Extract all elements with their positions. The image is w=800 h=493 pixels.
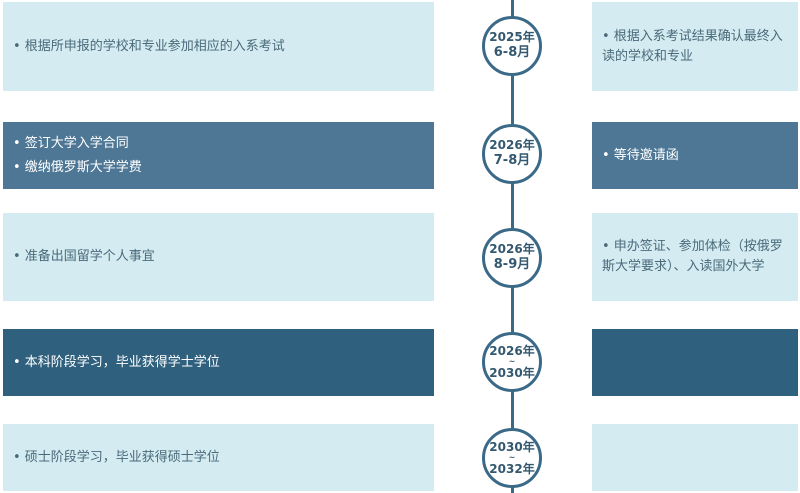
step-2-left-panel: • 签订大学入学合同 • 缴纳俄罗斯大学学费 [3, 122, 434, 189]
step-5-end-year: 2032年 [489, 462, 535, 476]
step-2-right-panel: • 等待邀请函 [592, 122, 798, 189]
step-2-left-text-2: • 缴纳俄罗斯大学学费 [13, 159, 142, 175]
step-1-right-text: • 根据入系考试结果确认最终入读的学校和专业 [602, 28, 783, 64]
step-5-tilde: ~ [508, 453, 516, 462]
step-4-left-text: • 本科阶段学习，毕业获得学士学位 [13, 354, 220, 370]
step-1-period: 6-8月 [493, 45, 531, 60]
step-4-left-panel: • 本科阶段学习，毕业获得学士学位 [3, 329, 434, 396]
step-3-left-panel: • 准备出国留学个人事宜 [3, 213, 434, 301]
step-3-left-text: • 准备出国留学个人事宜 [13, 249, 155, 264]
step-3-right-panel: • 申办签证、参加体检（按俄罗斯大学要求）、入读国外大学 [592, 213, 798, 301]
step-3-right-text: • 申办签证、参加体检（按俄罗斯大学要求）、入读国外大学 [602, 239, 783, 274]
step-1-date-circle: 2025年 6-8月 [482, 16, 542, 76]
step-2-period: 7-8月 [493, 153, 531, 168]
step-5-left-text: • 硕士阶段学习，毕业获得硕士学位 [13, 449, 220, 465]
step-4-date-circle: 2026年 ~ 2030年 [482, 332, 542, 392]
step-2-date-circle: 2026年 7-8月 [482, 124, 542, 184]
step-4-year: 2026年 [489, 344, 535, 358]
step-3-period: 8-9月 [493, 257, 531, 272]
step-4-end-year: 2030年 [489, 366, 535, 380]
step-4-right-panel [592, 329, 798, 396]
step-5-year: 2030年 [489, 440, 535, 454]
step-1-left-text: • 根据所申报的学校和专业参加相应的入系考试 [13, 38, 285, 54]
step-2-left-text-1: • 签订大学入学合同 [13, 135, 129, 151]
step-4-tilde: ~ [508, 357, 516, 366]
step-2-right-text: • 等待邀请函 [602, 147, 679, 163]
step-5-date-circle: 2030年 ~ 2032年 [482, 428, 542, 488]
step-3-year: 2026年 [489, 242, 535, 256]
step-5-left-panel: • 硕士阶段学习，毕业获得硕士学位 [3, 424, 434, 491]
step-1-left-panel: • 根据所申报的学校和专业参加相应的入系考试 [3, 2, 434, 91]
step-1-year: 2025年 [489, 30, 535, 44]
step-3-date-circle: 2026年 8-9月 [482, 228, 542, 288]
step-5-right-panel [592, 424, 798, 491]
step-1-right-panel: • 根据入系考试结果确认最终入读的学校和专业 [592, 2, 798, 91]
step-2-year: 2026年 [489, 138, 535, 152]
